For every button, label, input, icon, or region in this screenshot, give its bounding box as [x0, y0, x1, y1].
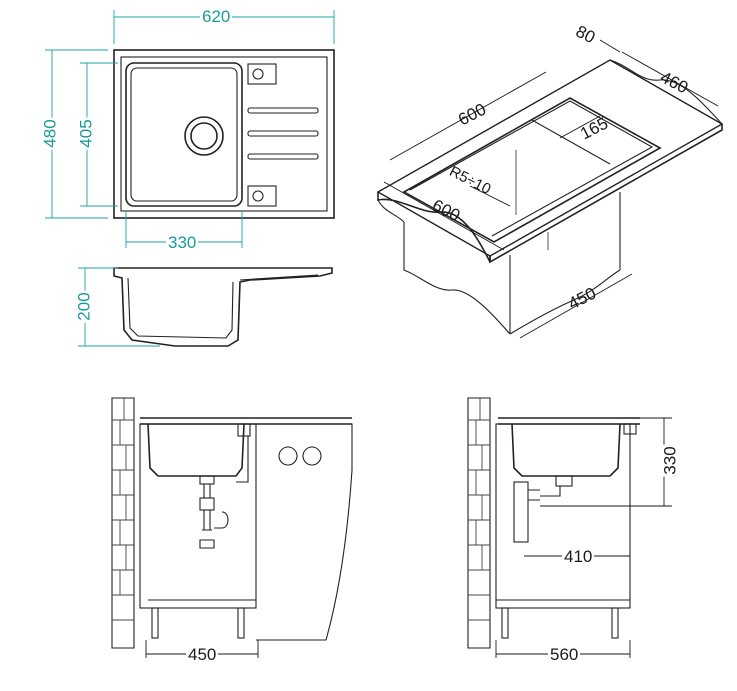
- dim-line-600-front: [383, 181, 505, 251]
- bowl-inner: [130, 67, 238, 202]
- drainer-groove-3: [247, 153, 319, 160]
- drain-outer: [184, 116, 224, 156]
- dim-label-480: 480: [40, 117, 60, 150]
- bowl-outline: [125, 62, 243, 207]
- drainer-groove-2: [247, 130, 319, 137]
- dim-label-620: 620: [200, 7, 233, 26]
- isometric-view: [376, 39, 724, 339]
- dim-line-450-iso: [519, 273, 633, 339]
- tap-hole-box-top: [247, 63, 277, 85]
- front-sink-bowl: [147, 423, 245, 477]
- dim-label-560: 560: [548, 645, 581, 664]
- dim-line-460: [621, 51, 719, 107]
- dim-label-450: 450: [186, 645, 219, 664]
- dim-label-330-side: 330: [660, 444, 680, 477]
- tap-hole-box-bottom: [247, 185, 277, 207]
- dim-line-600-top: [389, 71, 547, 161]
- sink-inner-outline: [120, 56, 328, 212]
- dim-label-405: 405: [76, 117, 96, 150]
- sink-outline: [113, 49, 335, 219]
- drainer-groove-1: [247, 107, 319, 114]
- dim-label-200: 200: [74, 290, 94, 323]
- tap-hole-top: [252, 68, 264, 80]
- sink-cutout: [402, 97, 662, 243]
- side-section-view: [78, 267, 333, 347]
- front-install-view: [111, 397, 353, 658]
- side-install-view: [467, 397, 672, 658]
- side-sink-bowl: [511, 423, 621, 477]
- drain-inner: [190, 122, 218, 150]
- dim-label-330: 330: [166, 233, 199, 252]
- sink-profile: [113, 267, 333, 347]
- dim-label-410: 410: [562, 547, 595, 566]
- tap-hole-bottom: [252, 190, 264, 202]
